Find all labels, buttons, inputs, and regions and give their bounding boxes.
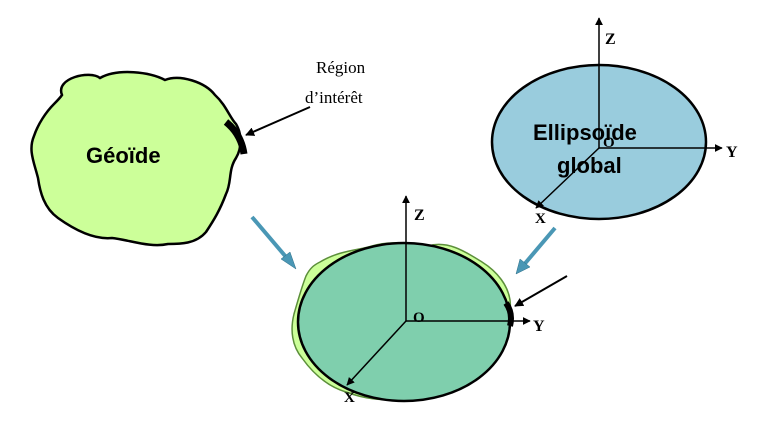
region-of-interest-mark (223, 119, 248, 155)
region-pointer-arrow (245, 106, 311, 136)
combined-group: Z Y X O (291, 195, 545, 406)
combined-region-mark (503, 301, 514, 327)
combined-z-label: Z (414, 207, 425, 224)
ellipsoid-y-label: Y (726, 144, 738, 161)
flow-arrow-from-ellipsoid-head (515, 258, 531, 275)
combined-y-label: Y (533, 318, 545, 335)
ellipsoid-x-axis (535, 147, 600, 209)
ellipsoid-label-line1: Ellipsoïde (533, 120, 637, 145)
ellipsoid-x-label: X (535, 211, 546, 227)
flow-arrow-from-geoid-head (280, 251, 297, 270)
region-label-line1: Région (316, 58, 366, 77)
combined-origin-label: O (413, 310, 425, 326)
ellipsoid-origin-label: O (603, 135, 615, 151)
combined-x-label: X (344, 390, 355, 406)
region-label-line2: d’intérêt (305, 88, 363, 107)
flow-arrow-from-ellipsoid (520, 226, 557, 269)
geoid-label: Géoïde (86, 143, 161, 168)
ellipsoid-z-label: Z (605, 31, 616, 48)
combined-x-axis (346, 320, 407, 386)
ellipsoid-group: Ellipsoïde global Z Y X O (490, 17, 738, 227)
combined-region-pointer-arrow (514, 275, 568, 307)
geoid-shape-group (30, 70, 248, 247)
geoid-shape (30, 70, 242, 247)
combined-ellipsoid-shape (296, 241, 512, 403)
